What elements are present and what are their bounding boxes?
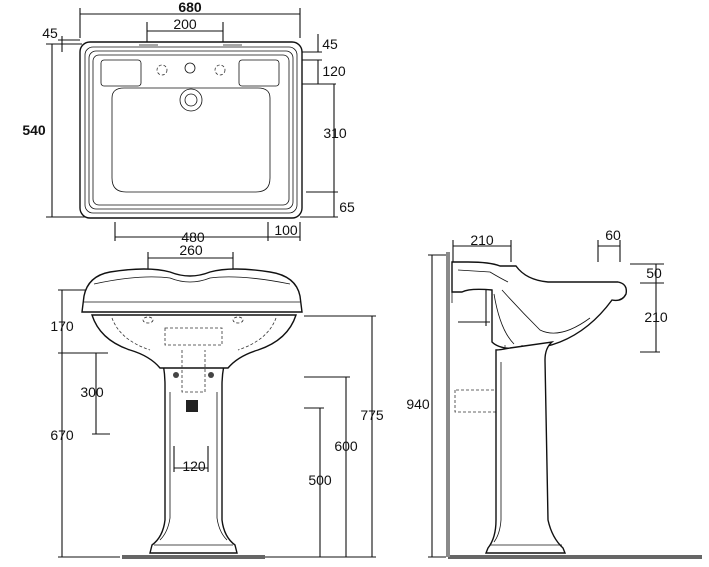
top-view: 680 200 45 45 540 120 310 65 (22, 0, 355, 245)
front-view: 260 120 170 670 300 (50, 242, 384, 559)
side-view: 940 210 60 50 210 160 (406, 227, 702, 559)
dim-side-total-height: 940 (406, 396, 430, 412)
dim-front-top-width: 260 (179, 242, 203, 258)
dim-lip: 60 (605, 227, 621, 243)
dim-trap-width: 120 (182, 458, 206, 474)
dim-waste-600: 600 (334, 438, 358, 454)
dim-pedestal-height: 670 (50, 427, 74, 443)
dim-left-margin: 45 (42, 25, 58, 41)
dim-front-offset: 100 (274, 222, 298, 238)
dim-right-margin: 45 (322, 36, 338, 52)
dim-pedestal-cutout: 300 (80, 384, 104, 400)
dim-lip-drop: 50 (646, 265, 662, 281)
dim-waste-500: 500 (308, 472, 332, 488)
dim-rear-rim: 120 (322, 63, 346, 79)
dim-top-width: 680 (178, 0, 202, 15)
dim-rim-height: 170 (50, 318, 74, 334)
dim-tap-spacing: 200 (173, 16, 197, 32)
dim-side-rim: 210 (644, 309, 668, 325)
dim-overall-height: 775 (360, 407, 384, 423)
wall (446, 252, 450, 557)
dim-front-rim: 65 (339, 199, 355, 215)
dim-depth: 540 (22, 122, 46, 138)
dim-wall-depth: 210 (470, 232, 494, 248)
dim-bowl-width: 480 (181, 229, 205, 245)
dim-bowl-depth: 310 (323, 125, 347, 141)
